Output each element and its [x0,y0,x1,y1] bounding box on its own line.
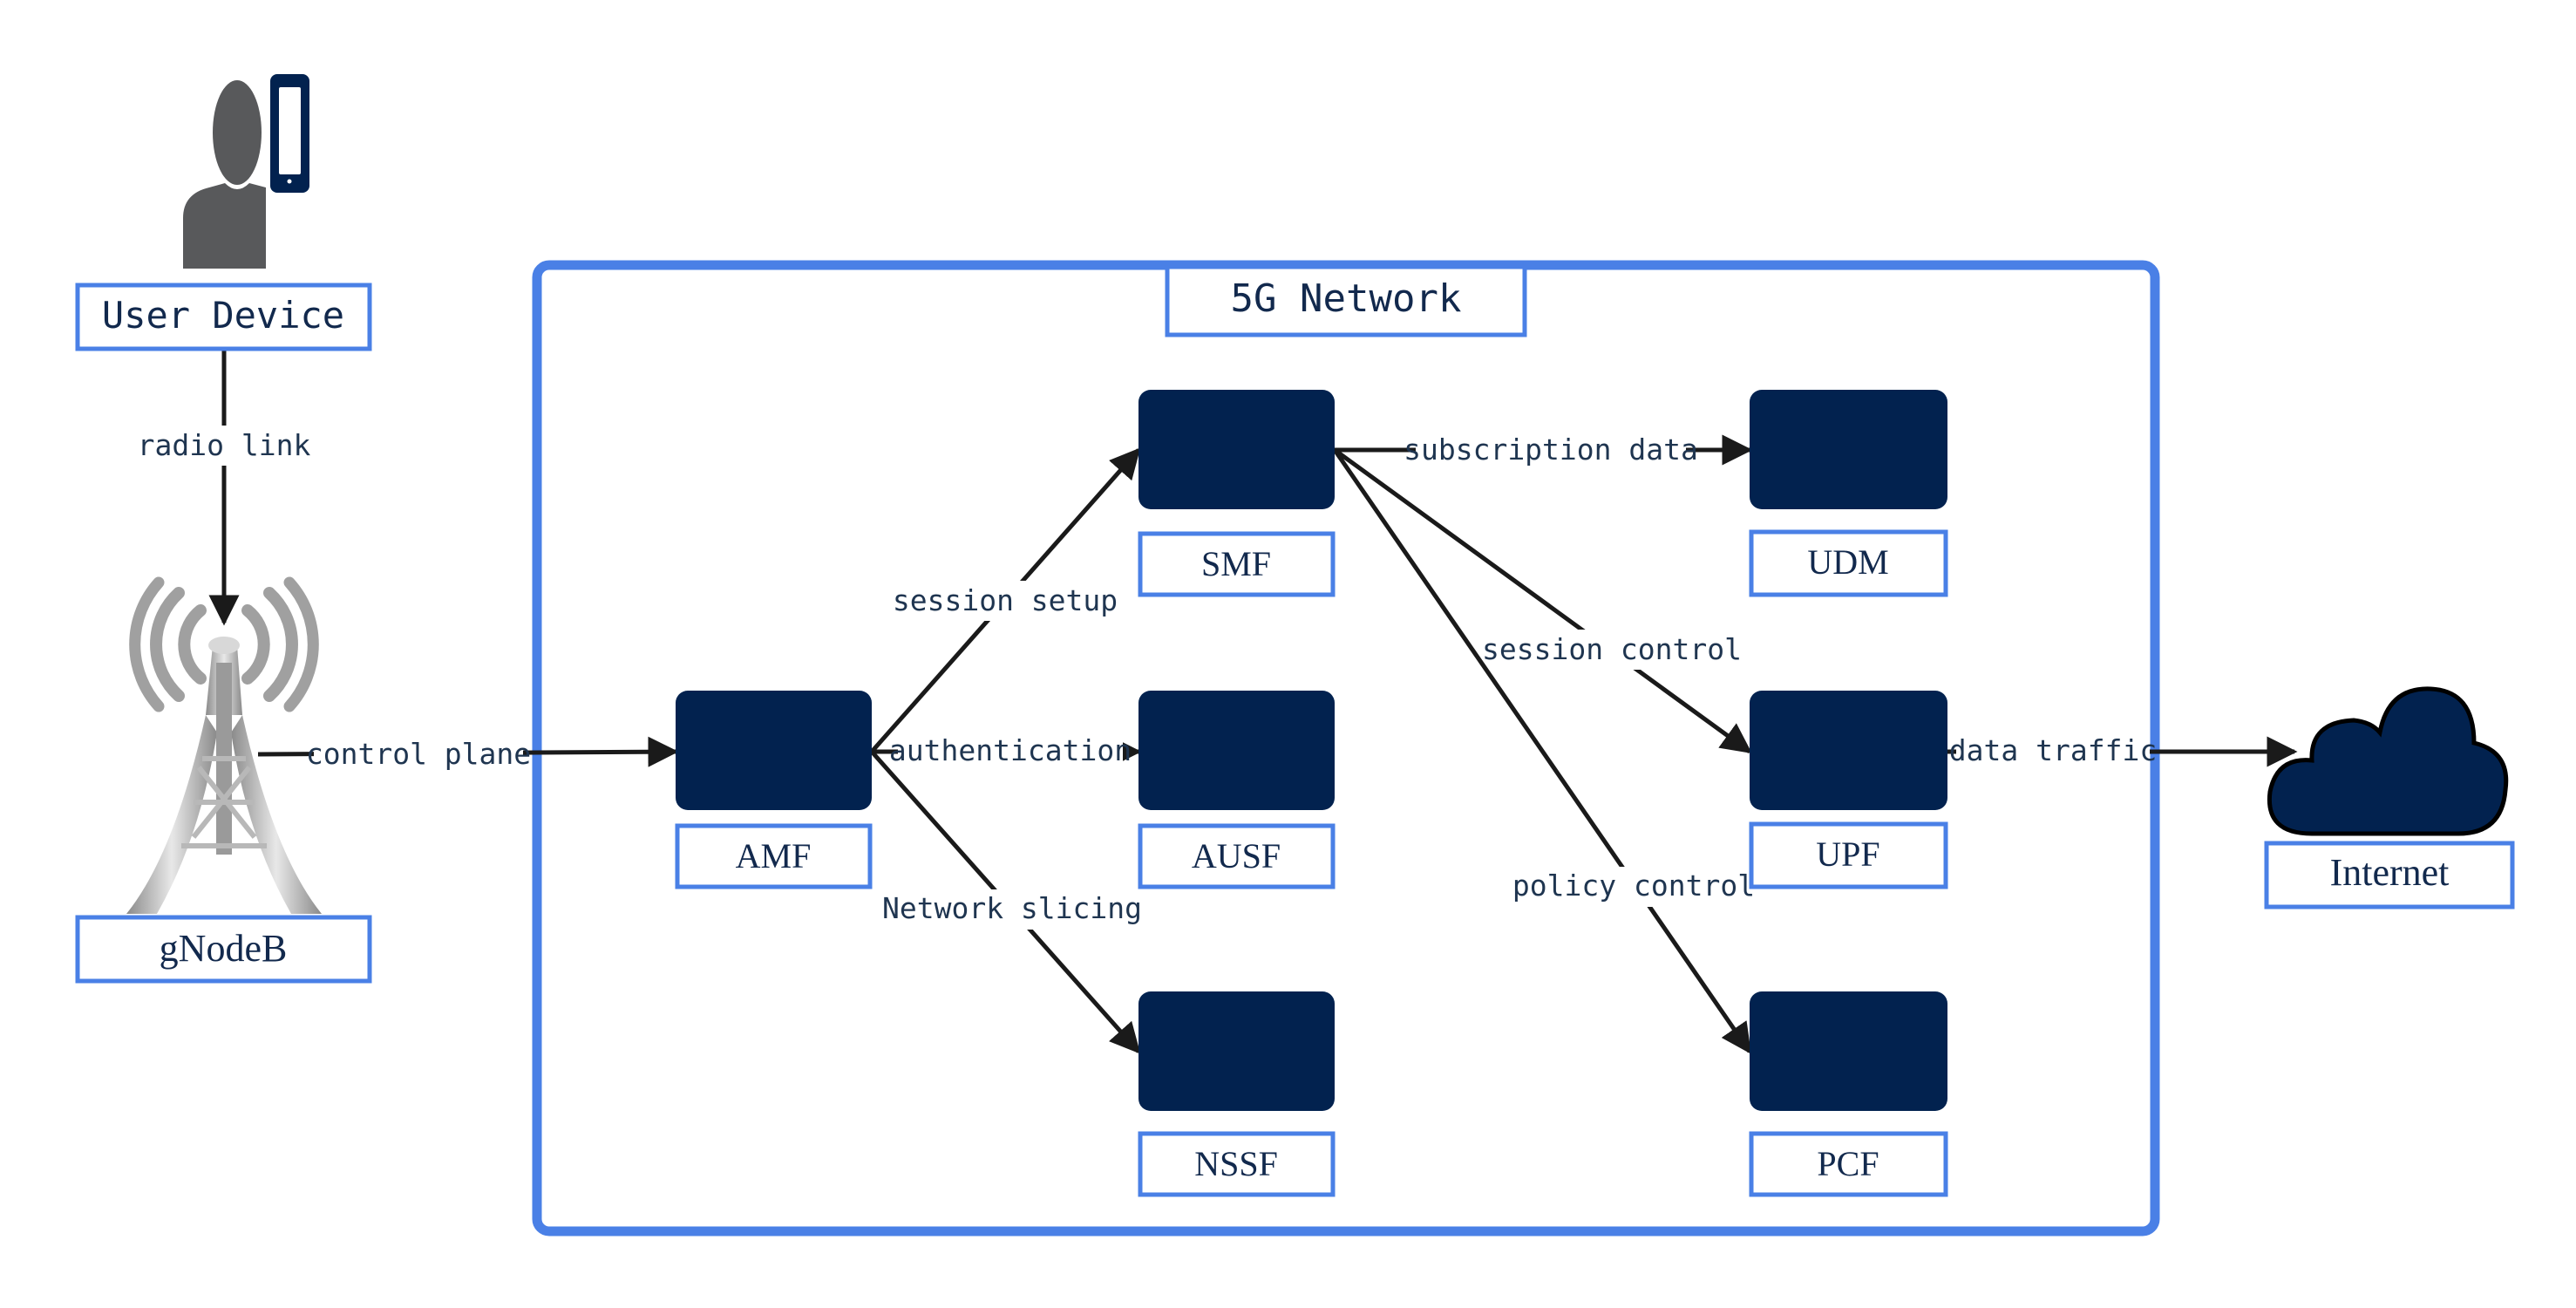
nssf-node[interactable] [1138,991,1335,1111]
smf-label-box [1138,531,1336,597]
edge-label-subscription-data: subscription data [1404,433,1698,467]
ausf-label-box [1138,823,1336,889]
edge-label-control-plane: control plane [306,737,531,771]
gnodeb-label: gNodeB [160,927,288,970]
person-with-phone-icon [183,74,309,269]
internet-label: Internet [2330,851,2450,894]
upf-node[interactable] [1750,691,1947,810]
cloud-icon [2267,686,2509,836]
smf-label: SMF [1201,544,1271,583]
user-device-label: User Device [102,294,344,337]
upf-label: UPF [1816,835,1879,874]
pcf-label: PCF [1817,1144,1879,1183]
udm-node[interactable] [1750,390,1947,509]
user-device-label-box [75,283,372,351]
udm-label-box [1749,529,1948,597]
pcf-node[interactable] [1750,991,1947,1111]
edge-label-data-traffic: data traffic [1949,733,2157,767]
smf-node[interactable] [1138,390,1335,509]
edge-labels: radio link control plane session setup a… [138,426,2157,930]
edge-label-authentication: authentication [889,733,1132,767]
network-nodes: AMF SMF AUSF NSSF UDM UPF PCF [675,390,1948,1197]
cell-tower-icon [126,576,322,914]
udm-label: UDM [1807,542,1888,582]
nssf-label-box [1138,1131,1336,1197]
edge-label-radio-link: radio link [138,428,311,462]
edge-session-control [1333,447,1752,754]
edge-label-policy-control: policy control [1512,869,1755,903]
amf-label: AMF [736,836,812,875]
5g-network-title-box [1165,264,1527,337]
edge-policy-control [1332,448,1752,1054]
gnodeb-label-box [75,915,372,984]
5g-network-title: 5G Network [1231,276,1462,321]
ausf-label: AUSF [1192,836,1281,875]
upf-label-box [1749,821,1948,889]
amf-node[interactable] [676,691,872,810]
amf-label-box [675,823,873,889]
edge-label-session-control: session control [1482,632,1742,666]
ausf-node[interactable] [1138,691,1335,810]
edge-label-session-setup: session setup [893,583,1118,617]
pcf-label-box [1749,1131,1948,1197]
edge-label-network-slicing: Network slicing [882,891,1142,925]
nssf-label: NSSF [1194,1144,1278,1183]
internet-label-box [2264,841,2515,909]
